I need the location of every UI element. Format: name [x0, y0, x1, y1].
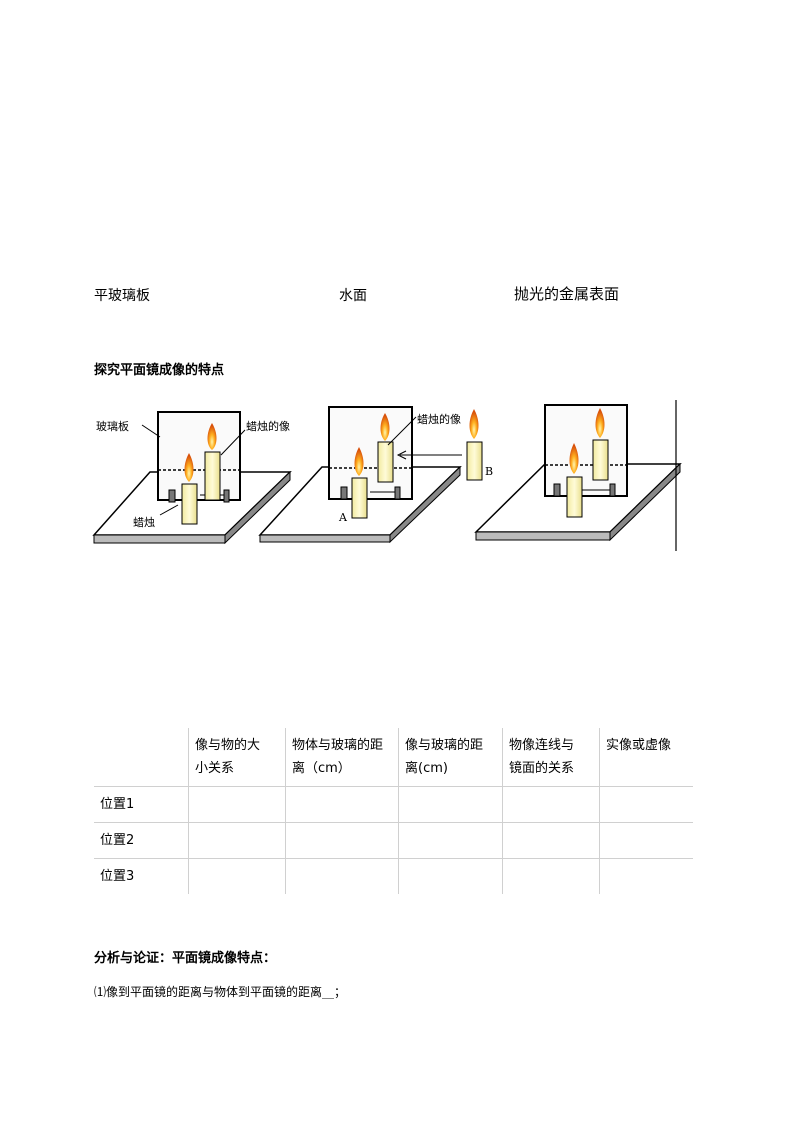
experiment-figure	[92, 400, 682, 551]
table-cell[interactable]	[285, 858, 399, 894]
table-cell[interactable]	[502, 822, 600, 859]
table-cell[interactable]	[285, 786, 399, 823]
table-cell[interactable]	[502, 786, 600, 823]
table-cell[interactable]	[285, 822, 399, 859]
analysis-title: 分析与论证：平面镜成像特点：	[94, 951, 277, 966]
figure-label-b: B	[485, 465, 494, 478]
material-metal: 抛光的金属表面	[514, 285, 620, 303]
table-cell[interactable]	[188, 822, 286, 859]
table-cell[interactable]	[599, 786, 693, 823]
figure-label-image-2: 蜡烛的像	[417, 413, 461, 426]
panel-1	[92, 411, 292, 545]
table-header-cell: 实像或虚像	[599, 728, 693, 787]
header-line: 物像连线与	[509, 738, 575, 753]
figure-label-candle: 蜡烛	[133, 516, 155, 529]
header-line: 小关系	[195, 761, 235, 776]
table-cell[interactable]	[398, 786, 503, 823]
table-header-cell: 物像连线与 镜面的关系	[502, 728, 600, 787]
table-header-cell	[94, 728, 189, 787]
section-title: 探究平面镜成像的特点	[94, 363, 225, 378]
table-header-row: 像与物的大 小关系 物体与玻璃的距 离（cm） 像与玻璃的距 离(cm) 物像连…	[94, 728, 693, 787]
table-cell[interactable]	[398, 822, 503, 859]
table-row: 位置3	[94, 858, 693, 894]
row-label: 位置2	[94, 822, 189, 859]
table-row: 位置1	[94, 786, 693, 823]
figure-label-a: A	[339, 511, 347, 524]
header-line: 镜面的关系	[509, 761, 575, 776]
header-line: 离(cm)	[405, 761, 448, 776]
header-line: 像与物的大	[195, 738, 261, 753]
table-cell[interactable]	[188, 786, 286, 823]
figure-label-glass: 玻璃板	[96, 420, 129, 433]
table-header-cell: 像与玻璃的距 离(cm)	[398, 728, 503, 787]
panel-3	[474, 400, 682, 551]
row-label: 位置3	[94, 858, 189, 894]
table-header-cell: 物体与玻璃的距 离（cm）	[285, 728, 399, 787]
row-label: 位置1	[94, 786, 189, 823]
glass-plate	[157, 411, 241, 501]
table-cell[interactable]	[502, 858, 600, 894]
material-water: 水面	[339, 288, 367, 304]
header-line: 实像或虚像	[606, 738, 672, 753]
table-cell[interactable]	[599, 858, 693, 894]
table-cell[interactable]	[599, 822, 693, 859]
header-line: 物体与玻璃的距	[292, 738, 384, 753]
figure-label-image-1: 蜡烛的像	[246, 420, 290, 433]
table-cell[interactable]	[398, 858, 503, 894]
table-header-cell: 像与物的大 小关系	[188, 728, 286, 787]
table-cell[interactable]	[188, 858, 286, 894]
analysis-question-1: ⑴像到平面镜的距离与物体到平面镜的距离__；	[94, 985, 347, 999]
header-line: 离（cm）	[292, 761, 351, 776]
table-row: 位置2	[94, 822, 693, 859]
header-line: 像与玻璃的距	[405, 738, 484, 753]
experiment-table: 像与物的大 小关系 物体与玻璃的距 离（cm） 像与玻璃的距 离(cm) 物像连…	[94, 728, 693, 894]
material-glass: 平玻璃板	[94, 288, 150, 304]
panel-2	[258, 406, 483, 544]
